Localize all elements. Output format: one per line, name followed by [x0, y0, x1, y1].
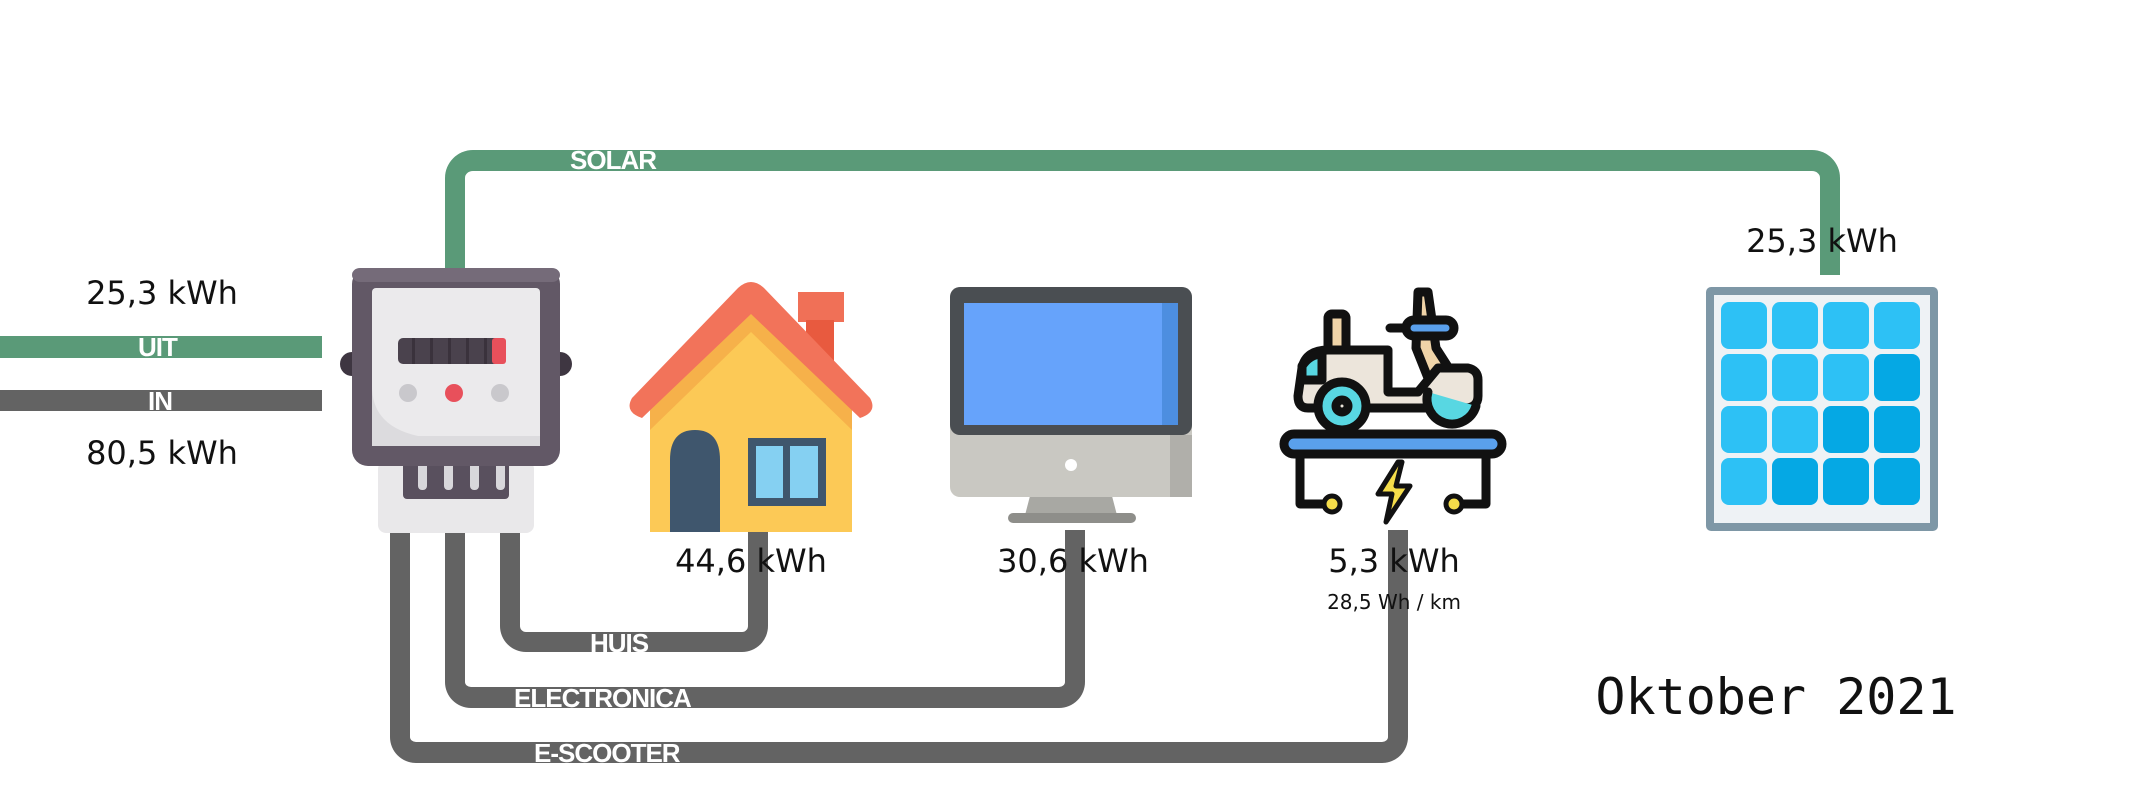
grid-export-label: UIT: [138, 332, 178, 362]
solar-cell: [1772, 302, 1818, 349]
electronica-value: 30,6 kWh: [997, 542, 1149, 580]
solar-cell: [1874, 406, 1920, 453]
huis-line-label: HUIS: [590, 628, 649, 658]
grid-export-value: 25,3 kWh: [86, 274, 238, 312]
e-scooter-efficiency: 28,5 Wh / km: [1327, 590, 1461, 614]
solar-line: [445, 150, 1840, 275]
period-title: Oktober 2021: [1595, 668, 1957, 726]
solar-value: 25,3 kWh: [1746, 222, 1898, 260]
electronica-line-label: ELECTRONICA: [514, 683, 692, 713]
grid-import-value: 80,5 kWh: [86, 434, 238, 472]
solar-cell: [1874, 354, 1920, 401]
e-scooter-line: [390, 530, 1408, 763]
solar-cell: [1823, 458, 1869, 505]
solar-cell: [1823, 302, 1869, 349]
grid-import-line: [0, 390, 322, 411]
solar-cell: [1874, 458, 1920, 505]
solar-cell: [1772, 354, 1818, 401]
grid-export-line: [0, 336, 322, 358]
e-scooter-value: 5,3 kWh: [1328, 542, 1460, 580]
solar-cell: [1823, 406, 1869, 453]
solar-cell: [1721, 406, 1767, 453]
solar-cell: [1874, 302, 1920, 349]
huis-line: [500, 530, 768, 652]
solar-cell: [1721, 302, 1767, 349]
solar-cell: [1772, 458, 1818, 505]
solar-panel-icon: [1706, 287, 1938, 531]
electricity-meter-icon: [340, 268, 572, 533]
electronica-line: [445, 530, 1085, 708]
e-scooter-charging-icon: [1279, 287, 1507, 525]
house-icon: [629, 282, 873, 532]
monitor-icon: [950, 287, 1192, 523]
solar-cell: [1721, 458, 1767, 505]
e-scooter-line-label: E-SCOOTER: [534, 738, 681, 768]
solar-cell: [1721, 354, 1767, 401]
solar-line-label: SOLAR: [570, 145, 657, 175]
grid-import-label: IN: [148, 386, 173, 416]
huis-value: 44,6 kWh: [675, 542, 827, 580]
solar-cell: [1823, 354, 1869, 401]
solar-cell: [1772, 406, 1818, 453]
